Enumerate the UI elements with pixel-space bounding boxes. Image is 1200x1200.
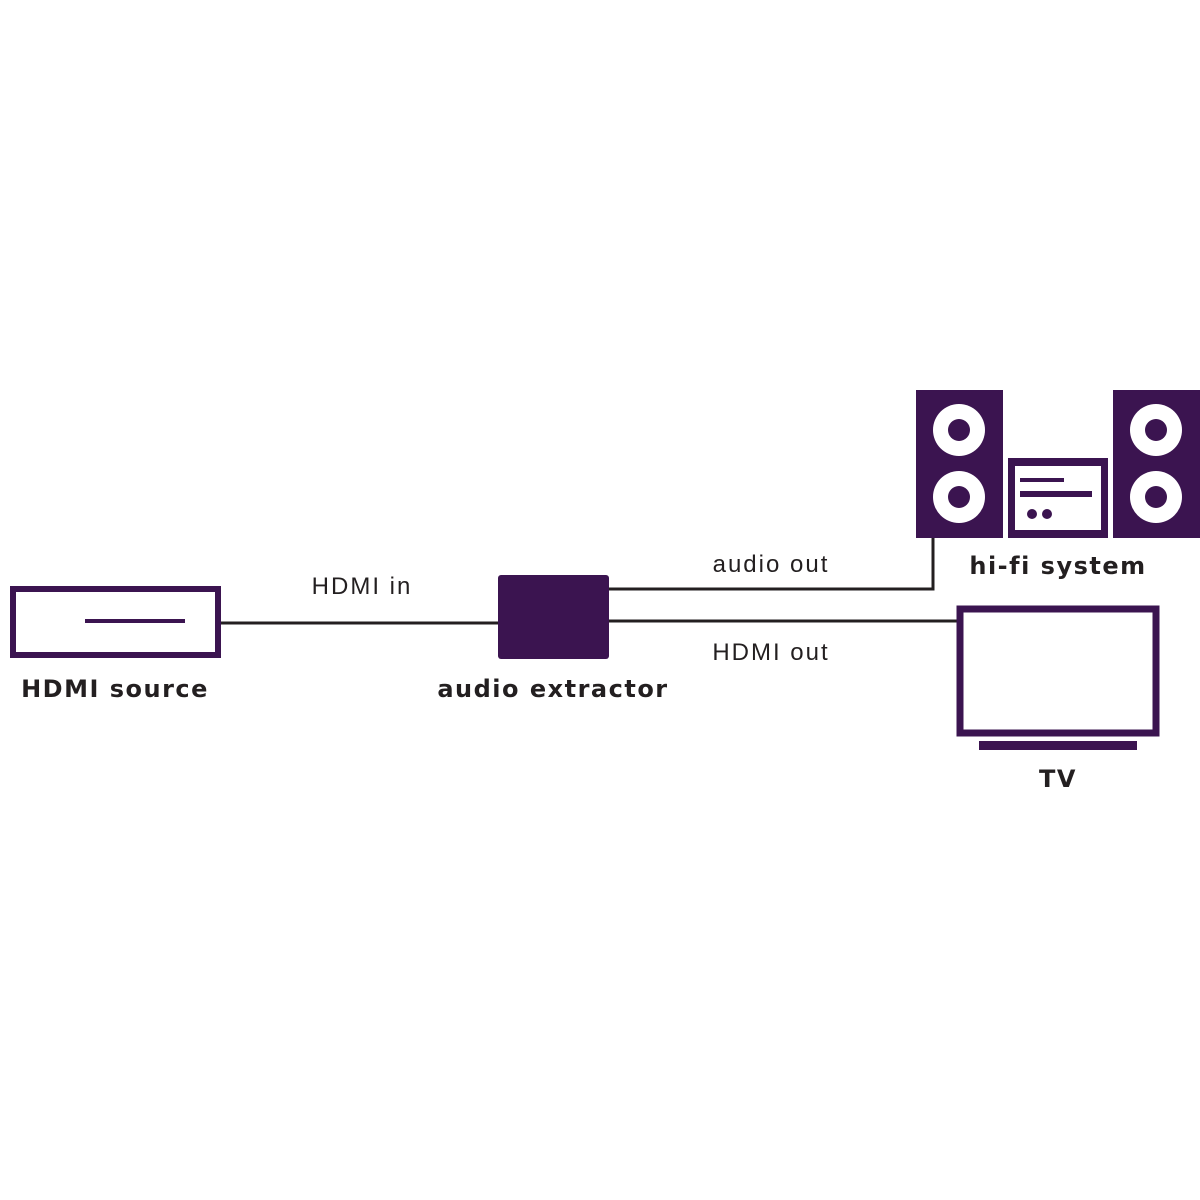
- cables: [220, 538, 958, 625]
- amplifier-icon: [1008, 458, 1108, 538]
- hdmi-source-device: HDMI source: [10, 586, 221, 703]
- hifi-system-label: hi-fi system: [969, 552, 1146, 580]
- left-speaker-icon: [916, 390, 1003, 538]
- audio-out-cable: [608, 538, 935, 591]
- tv-device: TV: [956, 605, 1160, 793]
- audio-extractor-label: audio extractor: [437, 675, 668, 703]
- extractor-box-icon: [498, 575, 609, 659]
- tv-icon: [956, 605, 1160, 750]
- tv-label: TV: [1039, 765, 1077, 793]
- hdmi-out-label: HDMI out: [712, 639, 829, 666]
- set-top-box-icon: [10, 586, 221, 658]
- hdmi-in-label: HDMI in: [312, 573, 413, 600]
- hifi-system-device: hi-fi system: [916, 390, 1200, 580]
- right-speaker-icon: [1113, 390, 1200, 538]
- audio-out-label: audio out: [713, 551, 830, 578]
- hdmi-source-label: HDMI source: [21, 675, 209, 703]
- stereo-system-icon: [916, 390, 1200, 538]
- audio-extractor-device: audio extractor: [437, 575, 668, 703]
